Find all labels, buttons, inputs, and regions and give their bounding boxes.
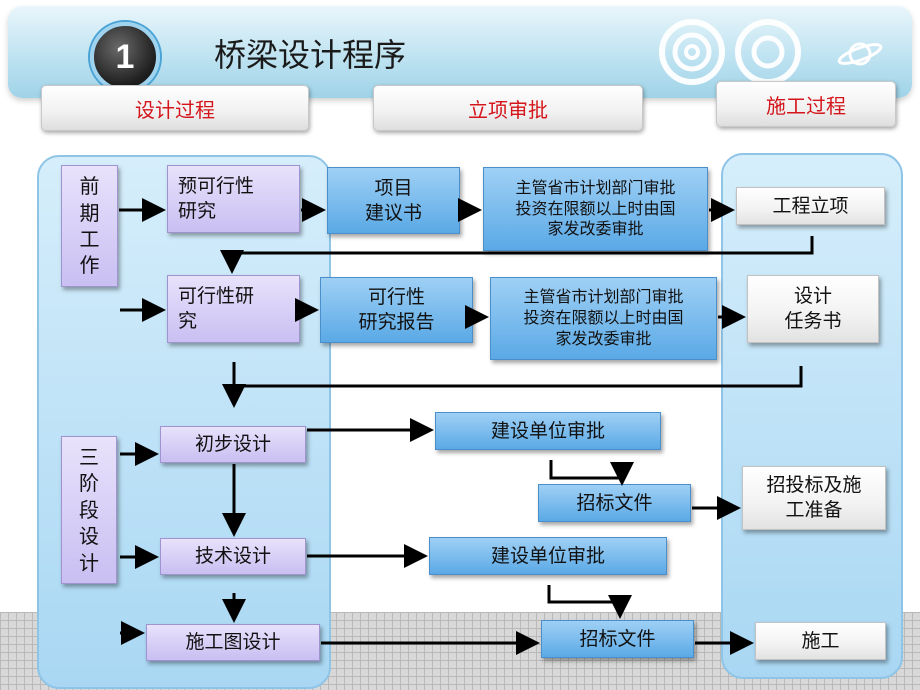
project-proposal-box: 项目 建议书 [327, 167, 460, 234]
design-task-box: 设计 任务书 [747, 275, 879, 343]
feasibility-report-box: 可行性 研究报告 [320, 277, 473, 343]
column-header-design: 设计过程 [41, 85, 309, 131]
approval-box-1: 主管省市计划部门审批 投资在限额以上时由国 家发改委审批 [483, 167, 708, 251]
planet-decoration [837, 42, 883, 66]
arrow-setup-to-feasibility [220, 236, 814, 274]
early-work-box: 前 期 工 作 [61, 165, 118, 287]
tender-document-box-2: 招标文件 [541, 620, 694, 658]
page-title: 桥梁设计程序 [214, 36, 407, 74]
technical-design-box: 技术设计 [160, 538, 306, 575]
project-setup-box: 工程立项 [736, 187, 885, 225]
approval-box-2: 主管省市计划部门审批 投资在限额以上时由国 家发改委审批 [490, 277, 717, 360]
preliminary-design-box: 初步设计 [160, 426, 306, 463]
construction-box: 施工 [755, 622, 886, 660]
arrow-approval-to-tender2 [547, 585, 632, 619]
owner-approval-box-1: 建设单位审批 [435, 412, 661, 450]
construction-drawing-box: 施工图设计 [146, 624, 320, 661]
three-stage-design-box: 三 阶 段 设 计 [61, 436, 117, 584]
pre-feasibility-box: 预可行性 研究 [167, 165, 300, 233]
bid-preparation-box: 招投标及施 工准备 [742, 466, 886, 530]
column-header-construction: 施工过程 [716, 81, 896, 127]
arrow-approval-to-tender1 [549, 460, 634, 486]
owner-approval-box-2: 建设单位审批 [429, 537, 667, 575]
column-header-approval: 立项审批 [373, 85, 643, 131]
arrow-task-to-design [234, 366, 803, 388]
